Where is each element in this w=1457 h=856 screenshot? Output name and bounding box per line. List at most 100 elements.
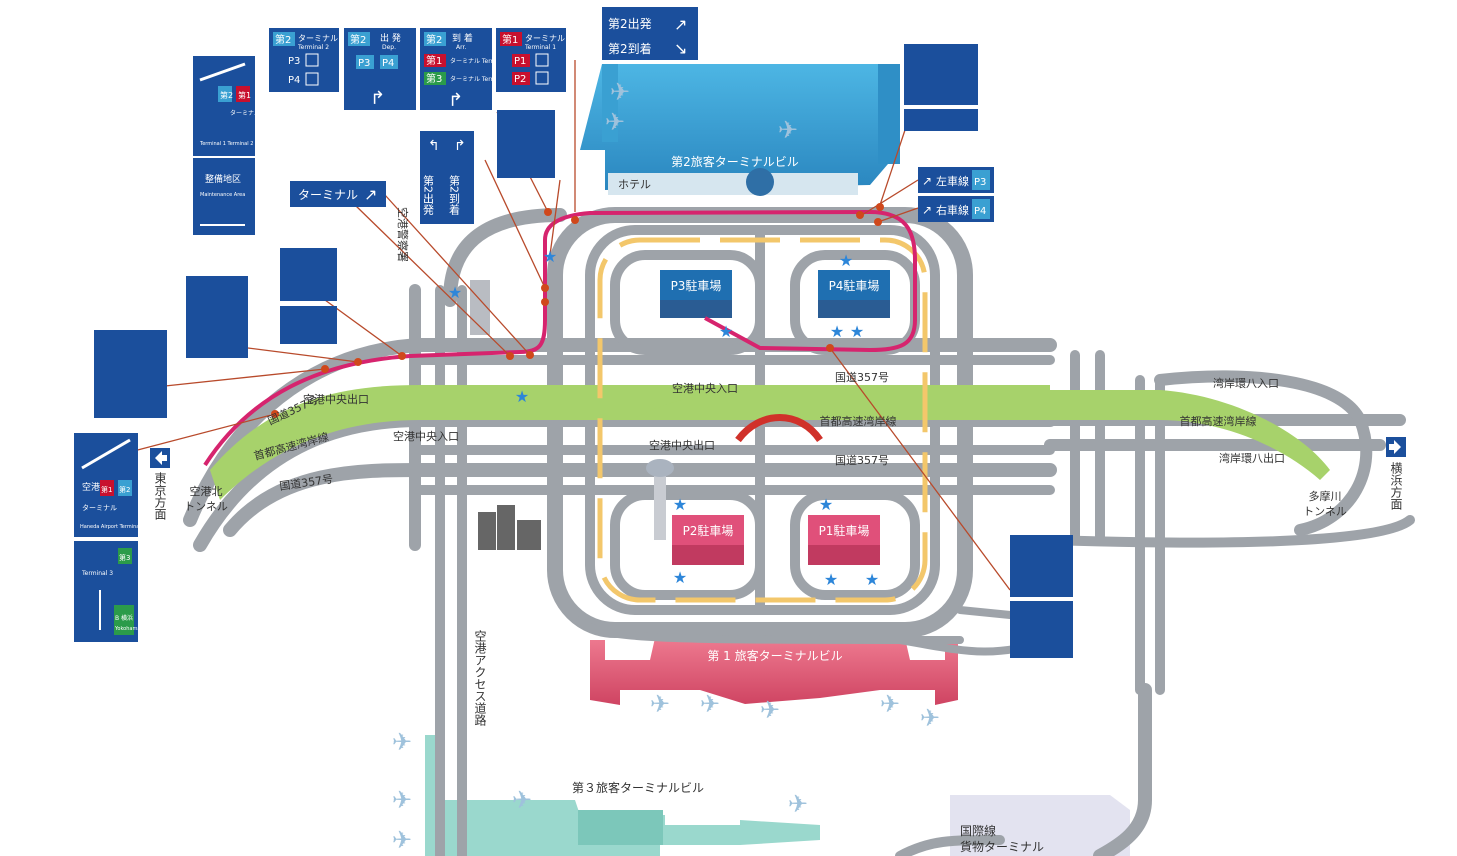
sign-loop xyxy=(94,330,167,418)
recommended-route xyxy=(203,209,917,467)
sign-right-p4: ↗ 右車線 P4 xyxy=(918,196,994,222)
hangars xyxy=(478,505,541,550)
airplane-icon: ✈ xyxy=(788,790,808,818)
svg-text:★: ★ xyxy=(719,322,733,341)
svg-text:★: ★ xyxy=(673,568,687,587)
svg-text:第2: 第2 xyxy=(350,33,366,46)
tunnel-north-label-2: トンネル xyxy=(184,500,228,513)
svg-text:↰: ↰ xyxy=(428,138,440,154)
svg-text:★: ★ xyxy=(865,570,879,589)
svg-text:★: ★ xyxy=(819,495,833,514)
terminal1-label: 第 1 旅客ターミナルビル xyxy=(707,648,842,663)
overpass-bridge xyxy=(735,414,823,443)
airplane-icon: ✈ xyxy=(610,78,630,106)
sign-markers xyxy=(271,203,884,418)
shutoko-label: 首都高速湾岸線 xyxy=(820,414,897,428)
sign-terminal-small-1 xyxy=(280,248,337,301)
svg-text:整備地区: 整備地区 xyxy=(205,173,241,185)
yokohama-arrow-icon xyxy=(1386,437,1406,457)
sign-arr-t1t3: 第2 到 着 Arr. 第1 ターミナル Terminal 1 第3 ターミナル… xyxy=(420,28,513,111)
svg-text:P2: P2 xyxy=(514,74,526,85)
svg-text:★: ★ xyxy=(839,251,853,270)
sign-t2-ramp xyxy=(497,110,555,178)
svg-text:ターミナル Terminal 3: ターミナル Terminal 3 xyxy=(450,75,513,83)
svg-text:右車線: 右車線 xyxy=(936,203,969,217)
svg-text:★: ★ xyxy=(824,570,838,589)
svg-text:★: ★ xyxy=(673,495,687,514)
tokyo-direction-label: 東京方面 xyxy=(153,472,167,520)
svg-text:↘: ↘ xyxy=(674,39,687,58)
yokohama-direction-label: 横浜方面 xyxy=(1389,462,1403,510)
shutoko-label: 首都高速湾岸線 xyxy=(1180,414,1257,428)
parking-p3: P3駐車場 xyxy=(660,270,732,318)
svg-text:P4: P4 xyxy=(288,75,300,86)
svg-text:★: ★ xyxy=(543,247,557,266)
access-road-label: 空港アクセス道路 xyxy=(473,630,487,727)
svg-text:↗: ↗ xyxy=(922,174,932,188)
road-network xyxy=(183,207,1415,856)
svg-text:空港: 空港 xyxy=(82,481,100,493)
svg-text:P2駐車場: P2駐車場 xyxy=(683,523,734,538)
svg-text:Terminal 3: Terminal 3 xyxy=(81,570,113,577)
entrance-stars: ★ ★ ★ ★ ★ ★ ★ ★ ★ ★ ★ ★ xyxy=(448,247,879,589)
airplane-icon: ✈ xyxy=(512,786,532,814)
sign-bottom-left: 空港 第1 第2 ターミナル Haneda Airport Terminal 1… xyxy=(74,433,153,642)
sign-right-bottom-2 xyxy=(1010,601,1073,658)
sign-terminal-small-2 xyxy=(186,276,248,358)
svg-text:Haneda Airport Terminal 1&2: Haneda Airport Terminal 1&2 xyxy=(80,524,153,530)
svg-text:Maintenance Area: Maintenance Area xyxy=(200,192,245,198)
route357-label: 国道357号 xyxy=(835,453,889,467)
svg-text:↱: ↱ xyxy=(370,88,385,109)
shutoko-expressway xyxy=(210,385,1330,500)
terminal3-building xyxy=(425,735,820,856)
svg-text:P3: P3 xyxy=(974,177,986,188)
svg-text:第2到着: 第2到着 xyxy=(608,41,652,56)
svg-text:↗: ↗ xyxy=(364,185,377,204)
cargo-label: 国際線 xyxy=(960,823,996,838)
parking-p1: P1駐車場 xyxy=(808,515,880,565)
sign-terminal-arrow: ターミナル ↗ xyxy=(290,181,386,207)
sign-terminal-p3p4: 第2 ターミナル Terminal 2 P3 P4 xyxy=(269,28,339,92)
svg-text:P4: P4 xyxy=(382,58,394,69)
svg-text:左車線: 左車線 xyxy=(936,174,969,188)
airplane-icon: ✈ xyxy=(392,786,412,814)
svg-text:P1: P1 xyxy=(514,56,526,67)
svg-text:第1: 第1 xyxy=(101,485,112,494)
svg-text:第2: 第2 xyxy=(275,33,291,46)
airplane-icon: ✈ xyxy=(700,690,720,718)
airplane-icon: ✈ xyxy=(650,690,670,718)
svg-text:★: ★ xyxy=(448,283,462,302)
svg-text:第2到着: 第2到着 xyxy=(448,174,461,216)
sign-right-p3: ↗ 左車線 P3 xyxy=(918,167,994,193)
sign-t2-dep-arr: 第2出発 第2到着 ↗ ↘ xyxy=(602,7,698,60)
svg-text:Terminal 2: Terminal 2 xyxy=(297,44,329,51)
svg-text:P1駐車場: P1駐車場 xyxy=(819,523,870,538)
cargo-label-2: 貨物ターミナル xyxy=(960,839,1044,854)
svg-text:↗: ↗ xyxy=(922,203,932,217)
svg-text:P3駐車場: P3駐車場 xyxy=(671,278,722,293)
svg-text:第2出発: 第2出発 xyxy=(608,17,652,31)
svg-text:ターミナル Terminal 1: ターミナル Terminal 1 xyxy=(450,57,513,65)
svg-text:第3: 第3 xyxy=(119,553,130,562)
sign-right-bottom xyxy=(1010,535,1073,597)
sign-maintenance-small xyxy=(280,306,337,344)
svg-text:ターミナル: ターミナル xyxy=(82,503,117,512)
svg-text:P3: P3 xyxy=(288,56,300,67)
svg-text:第2: 第2 xyxy=(426,33,442,46)
svg-text:↱: ↱ xyxy=(454,138,466,154)
svg-text:Terminal 1 Terminal 2: Terminal 1 Terminal 2 xyxy=(199,141,253,147)
parking-p4: P4駐車場 xyxy=(818,270,890,318)
sign-t1-p1p2: 第1 ターミナル Terminal 1 P1 P2 xyxy=(496,28,566,92)
svg-text:第2: 第2 xyxy=(220,90,233,100)
terminal2-label: 第2旅客ターミナルビル xyxy=(671,154,799,169)
sign-right-top-2 xyxy=(904,109,978,131)
sign-dep-p3p4: 第2 出 発 Dep. P3 P4 ↱ xyxy=(344,28,416,110)
svg-text:★: ★ xyxy=(850,322,864,341)
svg-text:第3: 第3 xyxy=(426,72,442,85)
svg-text:ターミナル: ターミナル xyxy=(298,188,358,202)
terminal2-building xyxy=(580,64,900,196)
svg-text:↗: ↗ xyxy=(674,15,687,34)
airplane-icon: ✈ xyxy=(778,116,798,144)
wangan8-out-label: 湾岸環八出口 xyxy=(1219,451,1285,465)
